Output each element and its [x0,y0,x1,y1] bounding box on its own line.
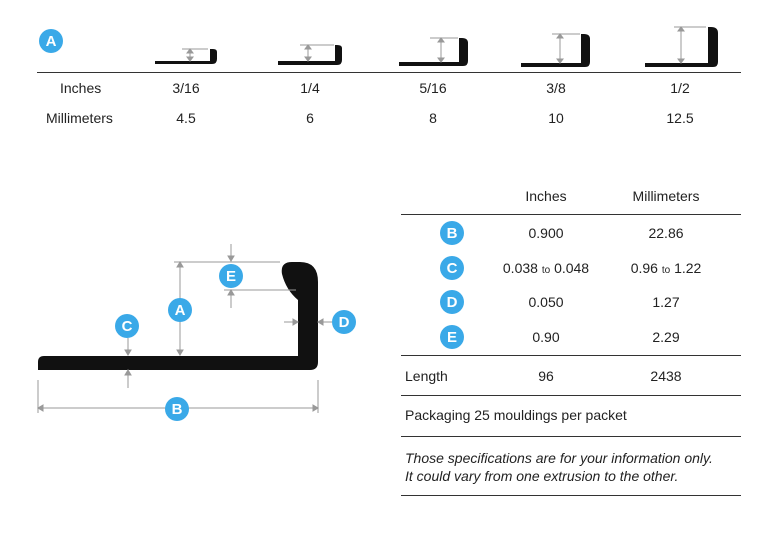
profile-3-16 [155,49,217,64]
badge-a-diagram: A [168,298,192,322]
badge-e-diagram: E [219,264,243,288]
mm-value: 4.5 [176,110,196,126]
spec-c-inches-sep: to [541,265,551,276]
spec-c-mm: 0.96 to 1.22 [631,260,702,276]
badge-a-top: A [39,29,63,53]
profile-3-8 [521,34,590,67]
spec-c-inches-to: 0.048 [554,260,590,276]
spec-c-mm-sep: to [661,265,671,276]
spec-c-inches: 0.038 to 0.048 [503,260,589,276]
row-mm-label: Millimeters [46,110,113,126]
spec-c-inches-from: 0.038 [502,260,538,276]
mm-value: 10 [548,110,564,126]
badge-b-diagram: B [165,397,189,421]
mm-value: 8 [429,110,437,126]
profile-1-2 [645,27,718,67]
mm-value: 12.5 [666,110,694,126]
disclaimer-line-2: It could vary from one extrusion to the … [405,468,679,484]
spec-b-mm: 22.86 [648,225,684,241]
packaging-text: Packaging 25 mouldings per packet [405,407,627,423]
profile-1-4 [278,45,342,65]
spec-e-inches: 0.90 [532,329,560,345]
spec-divider [401,436,741,437]
disclaimer-line-1: Those specifications are for your inform… [405,450,713,466]
profile-large [38,262,318,370]
row-inches-label: Inches [60,80,102,96]
spec-d-inches: 0.050 [528,294,564,310]
badge-d-diagram: D [332,310,356,334]
inches-value: 5/16 [419,80,447,96]
spec-e-mm: 2.29 [652,329,680,345]
spec-c-mm-from: 0.96 [630,260,658,276]
badge-c-diagram: C [115,314,139,338]
spec-header-inches: Inches [525,188,567,204]
inches-value: 3/16 [172,80,200,96]
top-divider [37,72,741,73]
spec-divider [401,355,741,356]
spec-divider [401,214,741,215]
inches-value: 1/2 [670,80,690,96]
length-inches: 96 [538,368,554,384]
spec-header-mm: Millimeters [632,188,700,204]
spec-divider [401,495,741,496]
badge-b-spec: B [440,221,464,245]
spec-d-mm: 1.27 [652,294,680,310]
badge-d-spec: D [440,290,464,314]
badge-c-spec: C [440,256,464,280]
spec-b-inches: 0.900 [528,225,564,241]
inches-value: 1/4 [300,80,320,96]
length-mm: 2438 [650,368,682,384]
badge-e-spec: E [440,325,464,349]
length-label: Length [405,368,448,384]
spec-divider [401,395,741,396]
inches-value: 3/8 [546,80,566,96]
mm-value: 6 [306,110,314,126]
profile-5-16 [399,38,468,66]
spec-c-mm-to: 1.22 [674,260,702,276]
